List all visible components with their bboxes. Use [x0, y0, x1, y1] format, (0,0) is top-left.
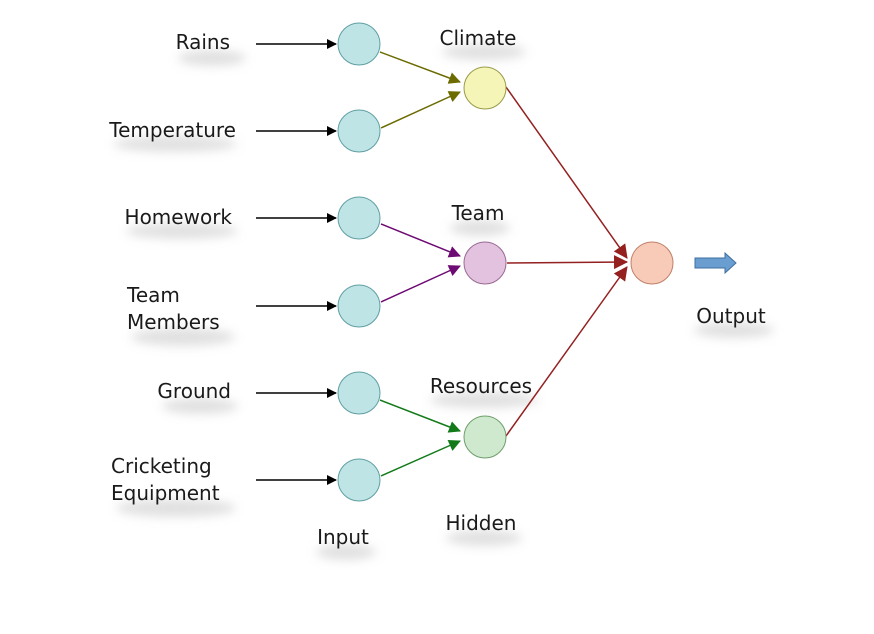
- input-hidden-edges: [379, 51, 461, 477]
- input-node-temperature: [337, 109, 381, 153]
- hidden-node-resources: [463, 415, 507, 459]
- input-label-ground: Ground: [157, 379, 231, 403]
- edge-cricketing-equipment-resources: [380, 439, 461, 477]
- layer-label-hidden: Hidden: [446, 511, 517, 535]
- label-shadows: [113, 44, 774, 560]
- input-label-team-members: Team Members: [126, 283, 220, 334]
- input-label-temperature: Temperature: [108, 118, 236, 142]
- input-label-cricketing-equipment: Cricketing Equipment: [111, 454, 220, 505]
- layer-label-output: Output: [696, 304, 766, 328]
- edge-ground-resources: [379, 399, 461, 433]
- hidden-labels: Climate Team Resources: [430, 26, 532, 398]
- edge-temperature-climate: [380, 91, 461, 129]
- hidden-output-edges: [505, 86, 628, 437]
- layer-labels: Input Hidden Output: [317, 304, 766, 549]
- input-labels: Rains Temperature Homework Team Members …: [108, 30, 236, 505]
- hidden-label-resources: Resources: [430, 374, 532, 398]
- output-arrow-icon: [694, 251, 737, 275]
- edge-climate-output: [505, 86, 628, 259]
- edge-team-members-team: [380, 265, 461, 303]
- input-node-team-members: [337, 284, 381, 328]
- input-node-ground: [337, 371, 381, 415]
- hidden-layer: [463, 66, 507, 459]
- edge-rains-climate: [379, 51, 461, 84]
- output-node: [630, 241, 674, 285]
- input-layer: [337, 22, 381, 502]
- input-node-rains: [337, 22, 381, 66]
- hidden-label-team: Team: [451, 201, 505, 225]
- input-node-cricketing-equipment: [337, 458, 381, 502]
- hidden-node-climate: [463, 66, 507, 110]
- hidden-label-climate: Climate: [440, 26, 517, 50]
- hidden-node-team: [463, 241, 507, 285]
- edge-team-output: [506, 255, 628, 270]
- layer-label-input: Input: [317, 525, 369, 549]
- edge-resources-output: [505, 266, 628, 437]
- input-label-homework: Homework: [125, 205, 233, 229]
- input-label-rains: Rains: [176, 30, 230, 54]
- edge-homework-team: [380, 223, 461, 258]
- input-node-homework: [337, 196, 381, 240]
- input-arrows: [256, 39, 337, 485]
